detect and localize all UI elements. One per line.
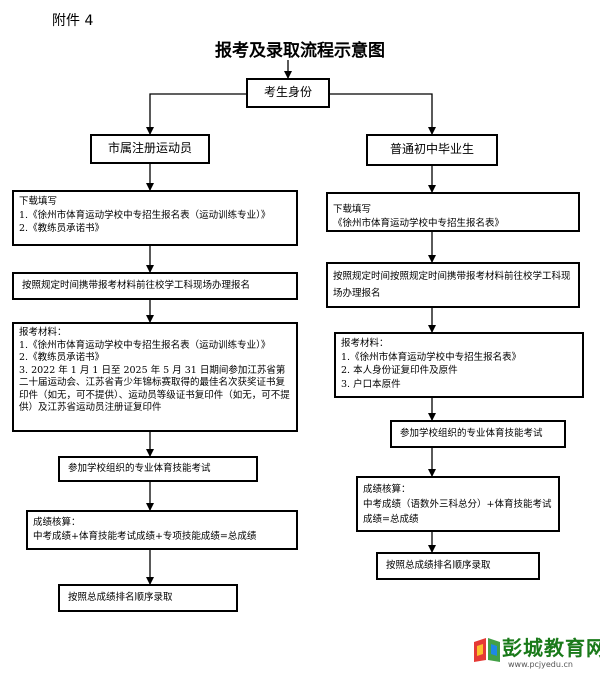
right-step-exam-text: 参加学校组织的专业体育技能考试 xyxy=(400,428,543,440)
left-step-register-text: 按照规定时间携带报考材料前往校学工科现场办理报名 xyxy=(22,280,251,292)
right-step-download-line: 下载填写 xyxy=(333,204,372,215)
left-step-download-line: 1.《徐州市体育运动学校中专招生报名表（运动训练专业）》 xyxy=(19,209,271,221)
diagram-title: 报考及录取流程示意图 xyxy=(215,41,385,61)
right-step-admit-text: 按照总成绩排名顺序录取 xyxy=(386,560,491,572)
book-icon xyxy=(474,638,500,662)
right-step-score: 成绩核算： 中考成绩（语数外三科总分）+体育技能考试成绩=总成绩 xyxy=(356,476,560,532)
left-step-materials: 报考材料： 1.《徐州市体育运动学校中专招生报名表（运动训练专业）》 2.《教练… xyxy=(12,322,298,432)
left-step-materials-line: 1.《徐州市体育运动学校中专招生报名表（运动训练专业）》 xyxy=(19,339,271,351)
left-step-materials-line: 2.《教练员承诺书》 xyxy=(19,352,105,363)
left-step-materials-line: 3. 2022 年 1 月 1 日至 2025 年 5 月 31 日期间参加江苏… xyxy=(19,364,290,414)
right-step-materials-line: 3. 户口本原件 xyxy=(341,378,401,390)
arrow-start-right xyxy=(330,93,436,135)
right-step-score-line: 中考成绩（语数外三科总分）+体育技能考试成绩=总成绩 xyxy=(363,499,552,525)
left-step-download-line: 2.《教练员承诺书》 xyxy=(19,223,105,234)
left-step-score-line: 中考成绩+体育技能考试成绩+专项技能成绩=总成绩 xyxy=(33,530,257,542)
watermark-name: 彭城教育网 xyxy=(502,636,600,660)
right-step-score-line: 成绩核算： xyxy=(363,484,411,495)
right-step-materials: 报考材料： 1.《徐州市体育运动学校中专招生报名表》 2. 本人身份证复印件及原… xyxy=(334,332,584,398)
arrow-start-left xyxy=(146,93,246,135)
branch-junior-graduate-label: 普通初中毕业生 xyxy=(389,142,474,157)
branch-registered-athlete: 市属注册运动员 xyxy=(90,134,210,164)
left-step-score-line: 成绩核算： xyxy=(33,517,81,528)
left-step-download-line: 下载填写 xyxy=(19,196,58,207)
branch-junior-graduate: 普通初中毕业生 xyxy=(366,134,498,166)
left-step-score: 成绩核算： 中考成绩+体育技能考试成绩+专项技能成绩=总成绩 xyxy=(26,510,298,550)
attachment-label: 附件 4 xyxy=(52,13,94,29)
start-node: 考生身份 xyxy=(246,78,330,108)
watermark-url: www.pcjyedu.cn xyxy=(508,660,573,669)
right-step-materials-line: 报考材料： xyxy=(341,338,389,349)
right-step-exam: 参加学校组织的专业体育技能考试 xyxy=(390,420,566,448)
left-step-exam-text: 参加学校组织的专业体育技能考试 xyxy=(68,463,211,475)
left-step-register: 按照规定时间携带报考材料前往校学工科现场办理报名 xyxy=(12,272,298,300)
right-step-register-text: 按照规定时间按照规定时间携带报考材料前往校学工科现场办理报名 xyxy=(333,271,571,299)
right-step-materials-line: 2. 本人身份证复印件及原件 xyxy=(341,365,458,376)
left-step-download: 下载填写 1.《徐州市体育运动学校中专招生报名表（运动训练专业）》 2.《教练员… xyxy=(12,190,298,246)
right-step-materials-line: 1.《徐州市体育运动学校中专招生报名表》 xyxy=(341,351,522,363)
right-step-download-line: 《徐州市体育运动学校中专招生报名表》 xyxy=(333,217,505,229)
right-step-download: 下载填写 《徐州市体育运动学校中专招生报名表》 xyxy=(326,192,580,232)
right-step-register: 按照规定时间按照规定时间携带报考材料前往校学工科现场办理报名 xyxy=(326,262,580,308)
left-step-admit: 按照总成绩排名顺序录取 xyxy=(58,584,238,612)
watermark-logo: 彭城教育网 www.pcjyedu.cn xyxy=(472,630,600,690)
branch-registered-athlete-label: 市属注册运动员 xyxy=(107,141,192,156)
left-step-materials-line: 报考材料： xyxy=(19,327,67,338)
left-step-admit-text: 按照总成绩排名顺序录取 xyxy=(68,592,173,604)
right-step-admit: 按照总成绩排名顺序录取 xyxy=(376,552,540,580)
start-node-label: 考生身份 xyxy=(263,85,312,100)
left-step-exam: 参加学校组织的专业体育技能考试 xyxy=(58,456,258,482)
